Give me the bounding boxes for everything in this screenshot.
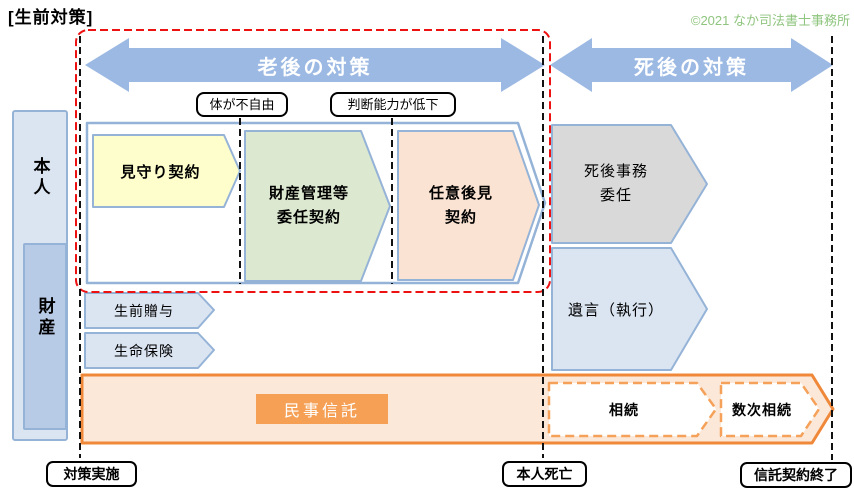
property-management-contract-label: 財産管理等 委任契約 xyxy=(268,185,349,226)
post-death-affairs-label: 死後事務 委任 xyxy=(583,163,648,204)
monitoring-contract-label: 見守り契約 xyxy=(120,163,201,181)
person-row-label-wrap: 本人 xyxy=(12,112,68,243)
old-age-phase-label: 老後の対策 xyxy=(257,56,373,79)
copyright-text: ©2021 なか司法書士事務所 xyxy=(690,13,850,28)
measure-start-milestone: 対策実施 xyxy=(46,461,137,487)
post-death-affairs-pentagon xyxy=(551,124,708,244)
voluntary-guardianship-contract-pentagon xyxy=(397,130,540,281)
voluntary-guardianship-contract-label: 任意後見 契約 xyxy=(428,184,493,226)
old-age-phase-arrow xyxy=(85,38,545,92)
civil-trust-label: 民事信託 xyxy=(256,394,388,424)
will-execution-label: 遺言（執行） xyxy=(567,301,664,319)
after-death-phase-label: 死後の対策 xyxy=(634,56,749,79)
after-death-phase-arrow xyxy=(550,38,833,92)
life-insurance-pentagon xyxy=(84,332,215,369)
inheritance-pentagon xyxy=(547,381,718,438)
successive-inheritance-label: 数次相続 xyxy=(732,401,792,418)
successive-inheritance-pentagon xyxy=(719,381,821,438)
body-impaired-label: 体が不自由 xyxy=(196,92,288,117)
lifetime-gift-label: 生前贈与 xyxy=(114,302,174,319)
death-milestone: 本人死亡 xyxy=(502,461,587,487)
monitoring-contract-pentagon xyxy=(92,134,241,208)
life-insurance-label: 生命保険 xyxy=(114,342,174,359)
asset-row-label-wrap: 財産 xyxy=(23,243,67,393)
asset-row-box xyxy=(23,243,67,430)
person-row-label: 本人 xyxy=(30,156,50,199)
old-age-highlight-frame xyxy=(75,29,551,293)
property-management-contract-pentagon xyxy=(244,130,391,282)
page-title: [生前対策] xyxy=(8,8,94,27)
will-execution-pentagon xyxy=(551,247,708,371)
judgment-decline-label: 判断能力が低下 xyxy=(330,92,456,117)
asset-row-label: 財産 xyxy=(35,297,55,339)
trust-end-milestone: 信託契約終了 xyxy=(740,462,852,488)
inheritance-label: 相続 xyxy=(609,401,639,418)
